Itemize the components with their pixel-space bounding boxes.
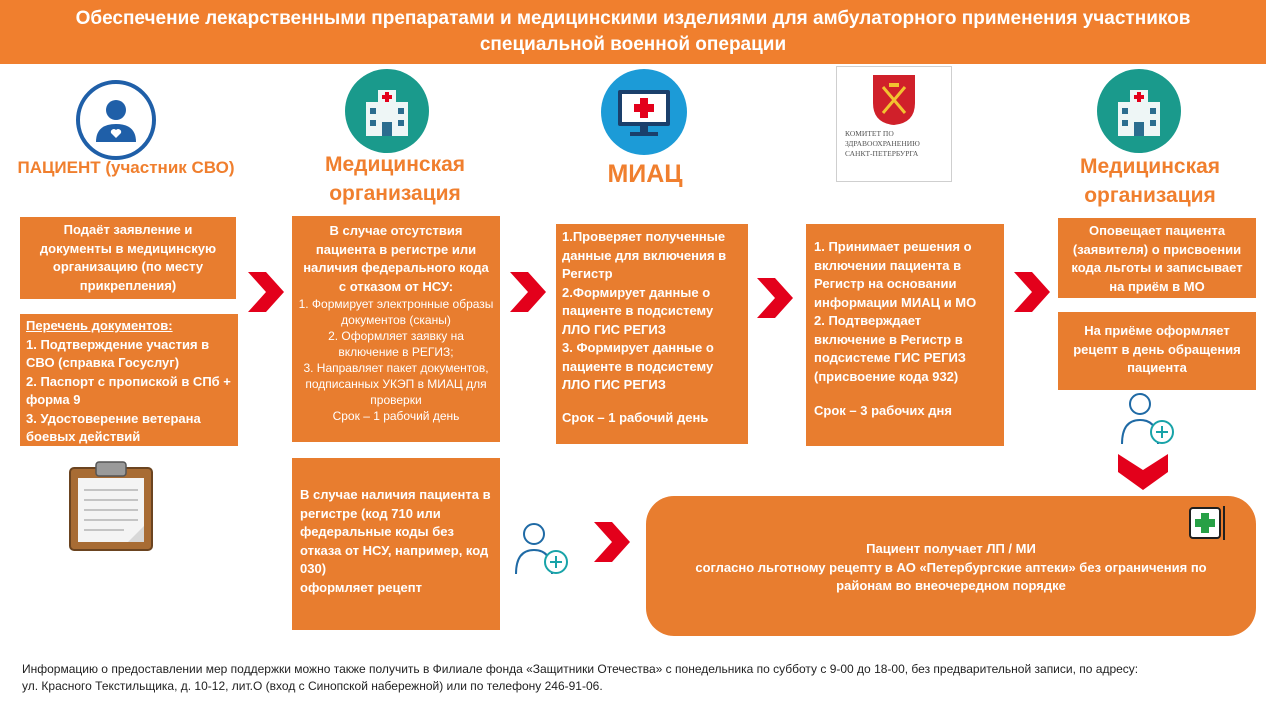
documents-box: Перечень документов: 1. Подтверждение уч… (20, 314, 238, 446)
monitor-cross-icon (601, 69, 687, 155)
final-box: Пациент получает ЛП / МИ согласно льготн… (646, 496, 1256, 636)
document-item: 3. Удостоверение ветерана боевых действи… (26, 410, 201, 445)
footer-line1: Информацию о предоставлении мер поддержк… (22, 662, 1139, 676)
committee-logo: КОМИТЕТ ПО ЗДРАВООХРАНЕНИЮ САНКТ-ПЕТЕРБУ… (836, 66, 952, 182)
document-item: 1. Подтверждение участия в СВО (справка … (26, 336, 210, 371)
patient-title: ПАЦИЕНТ (участник СВО) (17, 158, 235, 177)
med-org-title-1: Медицинская организация (324, 153, 466, 205)
clipboard-icon (69, 461, 153, 551)
miac-step: 1.Проверяет полученные данные для включе… (562, 229, 727, 281)
med-org-absent-box: В случае отсутствия пациента в регистре … (292, 216, 500, 442)
miac-step: 2.Формирует данные о пациенте в подсисте… (562, 284, 714, 337)
chevron-right-icon (248, 272, 284, 312)
miac-title: МИАЦ (607, 160, 683, 188)
med-org-present-action: оформляет рецепт (300, 579, 422, 595)
chevron-right-icon (594, 522, 630, 562)
miac-box: 1.Проверяет полученные данные для включе… (556, 224, 748, 444)
page-title: Обеспечение лекарственными препаратами и… (0, 0, 1266, 64)
chevron-right-icon (510, 272, 546, 312)
patient-icon (76, 80, 156, 160)
doctor-plus-icon (1121, 393, 1174, 445)
footer-line2: ул. Красного Текстильщика, д. 10-12, лит… (22, 679, 603, 693)
med-org-absent-step: 2. Оформляет заявку на включение в РЕГИЗ… (328, 329, 464, 359)
committee-step: 1. Принимает решения о включении пациент… (814, 239, 977, 310)
med-org-present-text: В случае наличия пациента в регистре (ко… (300, 487, 491, 576)
committee-step: 2. Подтверждает включение в Регистр в по… (814, 313, 966, 384)
med-org-absent-intro: В случае отсутствия пациента в регистре … (303, 223, 489, 294)
footer: Информацию о предоставлении мер поддержк… (22, 661, 1252, 695)
pharmacy-cross-icon (1189, 506, 1225, 540)
final-line1: Пациент получает ЛП / МИ (866, 541, 1036, 556)
document-item: 2. Паспорт с пропиской в СПб + форма 9 (26, 373, 231, 408)
doctor-plus-icon (515, 523, 568, 575)
med-org-absent-deadline: Срок – 1 рабочий день (332, 409, 460, 423)
committee-deadline: Срок – 3 рабочих дня (814, 403, 952, 418)
patient-apply-box: Подаёт заявление и документы в медицинск… (20, 217, 236, 299)
chevron-down-icon (1118, 454, 1168, 490)
med-org-title-2: Медицинская организация (1079, 155, 1221, 207)
hospital-icon (345, 69, 429, 153)
committee-logo-text: КОМИТЕТ ПО ЗДРАВООХРАНЕНИЮ САНКТ-ПЕТЕРБУ… (845, 129, 920, 158)
med-org-absent-step: 3. Направляет пакет документов, подписан… (303, 361, 489, 407)
final-line2: согласно льготному рецепту в АО «Петербу… (695, 559, 1207, 594)
committee-box: 1. Принимает решения о включении пациент… (806, 224, 1004, 446)
prescription-box: На приёме оформляет рецепт в день обраще… (1058, 312, 1256, 390)
chevron-right-icon (757, 278, 793, 318)
chevron-right-icon (1014, 272, 1050, 312)
med-org-present-box: В случае наличия пациента в регистре (ко… (292, 458, 500, 630)
documents-heading: Перечень документов: (26, 318, 173, 333)
miac-deadline: Срок – 1 рабочий день (562, 409, 709, 425)
miac-step: 3. Формирует данные о пациенте в подсист… (562, 340, 714, 392)
notify-box: Оповещает пациента (заявителя) о присвое… (1058, 218, 1256, 298)
med-org-absent-step: 1. Формирует электронные образы документ… (298, 297, 494, 327)
hospital-icon (1097, 69, 1181, 153)
coat-of-arms-icon (873, 75, 915, 125)
